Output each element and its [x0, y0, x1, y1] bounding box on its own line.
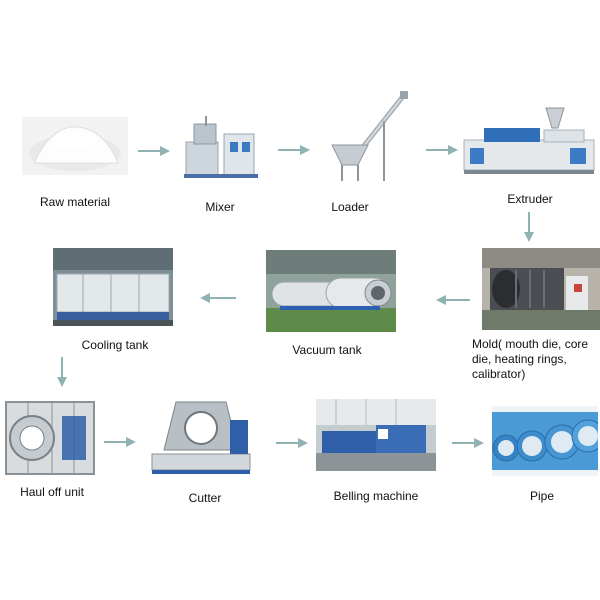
extruder-image	[460, 104, 598, 180]
arrow-belling-machine-to-pipe	[452, 436, 484, 450]
belling-machine-image	[316, 399, 436, 471]
step-label-vacuum-tank: Vacuum tank	[292, 343, 362, 357]
step-label-cutter: Cutter	[188, 491, 222, 505]
step-label-mixer: Mixer	[205, 200, 235, 214]
arrow-cooling-tank-to-haul-off	[55, 357, 69, 387]
arrow-haul-off-to-cutter	[104, 435, 136, 449]
step-label-belling-machine: Belling machine	[333, 489, 419, 503]
step-label-mold: Mold( mouth die, core die, heating rings…	[472, 337, 589, 381]
arrow-vacuum-tank-to-cooling-tank	[200, 291, 236, 305]
step-label-loader: Loader	[331, 200, 369, 214]
step-label-raw-material: Raw material	[39, 195, 111, 209]
arrow-raw-material-to-mixer	[138, 144, 170, 158]
arrow-mixer-to-loader	[278, 143, 310, 157]
raw-material-image	[22, 117, 128, 175]
arrow-loader-to-extruder	[426, 143, 458, 157]
arrow-extruder-to-mold	[522, 212, 536, 242]
step-label-extruder: Extruder	[507, 192, 553, 206]
cooling-tank-image	[53, 248, 173, 326]
step-label-cooling-tank: Cooling tank	[81, 338, 149, 352]
loader-image	[328, 89, 410, 184]
haul-off-unit-image	[2, 396, 98, 480]
pipe-image	[492, 406, 598, 476]
step-label-pipe: Pipe	[529, 489, 555, 503]
arrow-mold-to-vacuum-tank	[436, 293, 470, 307]
cutter-image	[146, 392, 256, 478]
vacuum-tank-image	[266, 250, 396, 332]
mold-image	[482, 248, 600, 330]
mixer-image	[180, 112, 264, 182]
step-label-haul-off-unit: Haul off unit	[20, 485, 84, 499]
arrow-cutter-to-belling-machine	[276, 436, 308, 450]
